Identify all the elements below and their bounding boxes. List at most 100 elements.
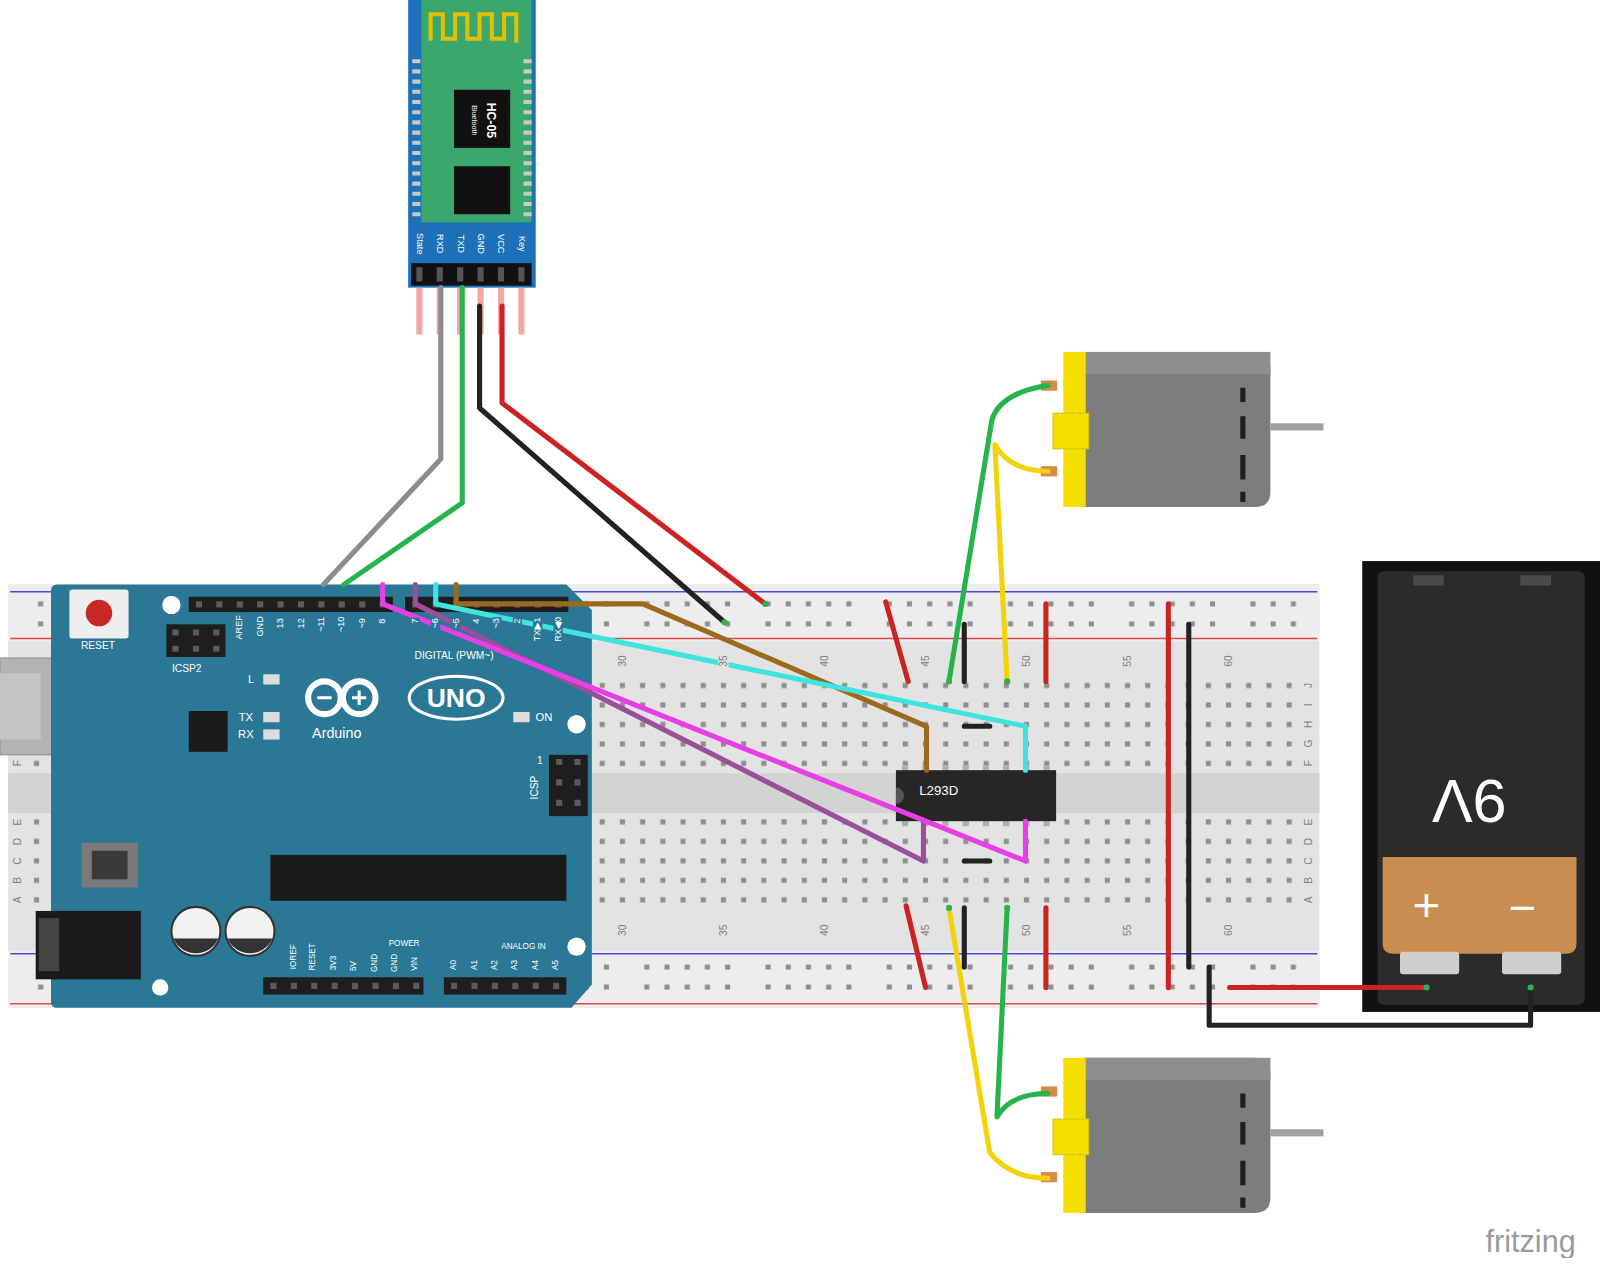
- pin-label: ~6: [431, 617, 440, 630]
- polarity-mark: +: [1412, 881, 1441, 928]
- header-label: ANALOG IN: [500, 943, 547, 951]
- pin-label: VIN: [411, 956, 419, 972]
- board-model: UNO: [426, 684, 487, 711]
- dc-jack: [39, 918, 59, 971]
- pin-label: A1: [470, 959, 478, 971]
- column-number: 50: [1021, 924, 1031, 937]
- column-number: 45: [920, 924, 930, 937]
- usb-chip: [189, 711, 228, 752]
- capacitor: [173, 938, 218, 953]
- motor-wire: [997, 908, 1048, 1117]
- pin-label: GND: [476, 233, 485, 255]
- pin-label: GND: [391, 953, 399, 973]
- row-letter: H: [1304, 720, 1314, 729]
- bluetooth-pcb: [421, 0, 531, 222]
- battery-wire: [1209, 967, 1530, 1025]
- mounting-hole: [152, 979, 168, 995]
- arduino-logo: [317, 691, 366, 705]
- signal-wire: [323, 288, 440, 585]
- bluetooth-chip: [454, 90, 510, 148]
- pin-label: ~3: [492, 617, 501, 630]
- pin-label: AREF: [235, 614, 244, 641]
- pin-label: 5V: [350, 960, 358, 972]
- led-label: RX: [237, 729, 255, 740]
- power-wire: [502, 306, 765, 604]
- column-number: 30: [617, 654, 627, 667]
- battery-clip: [1413, 575, 1444, 585]
- breadboard: [8, 585, 1319, 1008]
- ground-wire: [480, 306, 725, 622]
- row-letter: C: [1304, 856, 1314, 865]
- battery-voltage: 9V: [1431, 770, 1508, 831]
- mounting-hole: [567, 715, 585, 733]
- pin-label: State: [415, 232, 424, 255]
- voltage-regulator: [92, 851, 128, 880]
- led-label: TX: [238, 712, 254, 723]
- button-label: RESET: [80, 641, 116, 651]
- header-pins: [559, 759, 577, 816]
- header-label: DIGITAL (PWM~): [414, 651, 495, 661]
- column-number: 60: [1223, 924, 1233, 937]
- watermark: fritzing: [1484, 1226, 1576, 1257]
- mounting-hole: [567, 937, 585, 955]
- battery-wire: [1230, 985, 1427, 990]
- icsp-header: [549, 755, 588, 816]
- row-letter: E: [1304, 817, 1314, 826]
- polarity-mark: −: [1508, 884, 1537, 931]
- row-letter: F: [13, 759, 23, 767]
- pin-label: GND: [370, 953, 378, 973]
- pin-label: RXD: [435, 233, 444, 254]
- wire-end: [724, 604, 1530, 988]
- battery-terminal: [1400, 952, 1459, 974]
- pin-label: 4: [472, 618, 481, 625]
- pin-label: 8: [378, 618, 387, 625]
- led-label: ON: [534, 712, 553, 723]
- header-pins: [419, 288, 521, 335]
- pin-label: A3: [511, 959, 519, 971]
- module-name: HC-05: [485, 102, 497, 139]
- signal-wire: [383, 585, 1026, 861]
- column-number: 60: [1223, 654, 1233, 667]
- chip-name: L293D: [918, 784, 959, 797]
- column-number: 40: [819, 924, 829, 937]
- solder-pads: [416, 59, 527, 219]
- pin-label: 3V3: [330, 955, 338, 972]
- dc-motor: [1041, 1058, 1324, 1213]
- row-letter: D: [1304, 837, 1314, 846]
- row-letter: A: [13, 895, 23, 904]
- capacitor: [228, 938, 273, 953]
- row-letter: B: [1304, 876, 1314, 885]
- header-label: ICSP: [530, 775, 540, 801]
- pin-label: A0: [450, 959, 458, 971]
- ic-body: [896, 770, 1056, 821]
- row-letter: C: [13, 856, 23, 865]
- pin-label: TXD: [456, 234, 465, 254]
- signal-wire: [415, 585, 923, 861]
- pin-label: A2: [491, 959, 499, 971]
- wires: [480, 306, 1531, 1178]
- pin-label: A4: [532, 959, 540, 971]
- column-number: 50: [1021, 654, 1031, 667]
- pin-label: 2: [513, 618, 522, 625]
- pin-label: IOREF: [290, 943, 298, 970]
- row-letter: A: [1304, 895, 1314, 904]
- logo-oval: [409, 676, 503, 719]
- dc-motor: [1041, 352, 1324, 507]
- pin-label: VCC: [496, 233, 505, 254]
- row-letter: B: [13, 876, 23, 885]
- pin-label: RESET: [309, 942, 317, 971]
- pin-header: [444, 977, 566, 994]
- usb-connector: [0, 673, 41, 739]
- jumper-wire: [964, 624, 1188, 967]
- antenna: [431, 14, 517, 43]
- reset-button: [86, 600, 113, 627]
- led: [513, 712, 529, 722]
- led: [263, 712, 279, 722]
- battery: 9V + −: [1362, 561, 1600, 1012]
- column-number: 35: [718, 924, 728, 937]
- row-letter: I: [1304, 703, 1314, 708]
- microcontroller: [270, 855, 566, 901]
- header-pins: [270, 983, 566, 989]
- jumper-wire: [886, 602, 1169, 988]
- pin-label: ~9: [358, 617, 367, 630]
